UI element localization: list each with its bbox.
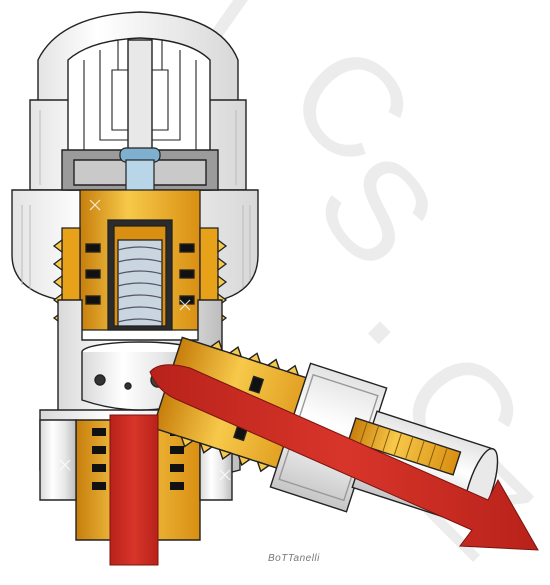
spring bbox=[117, 239, 163, 327]
valve-illustration: I C S . C Z bbox=[11, 0, 550, 585]
highlight-sparkles bbox=[59, 199, 231, 481]
flow-arrow-outlet bbox=[149, 364, 539, 551]
flow-arrow-inlet bbox=[109, 414, 159, 566]
valve-drawing bbox=[11, 11, 539, 566]
artist-signature: BoTTanelli bbox=[268, 553, 320, 564]
